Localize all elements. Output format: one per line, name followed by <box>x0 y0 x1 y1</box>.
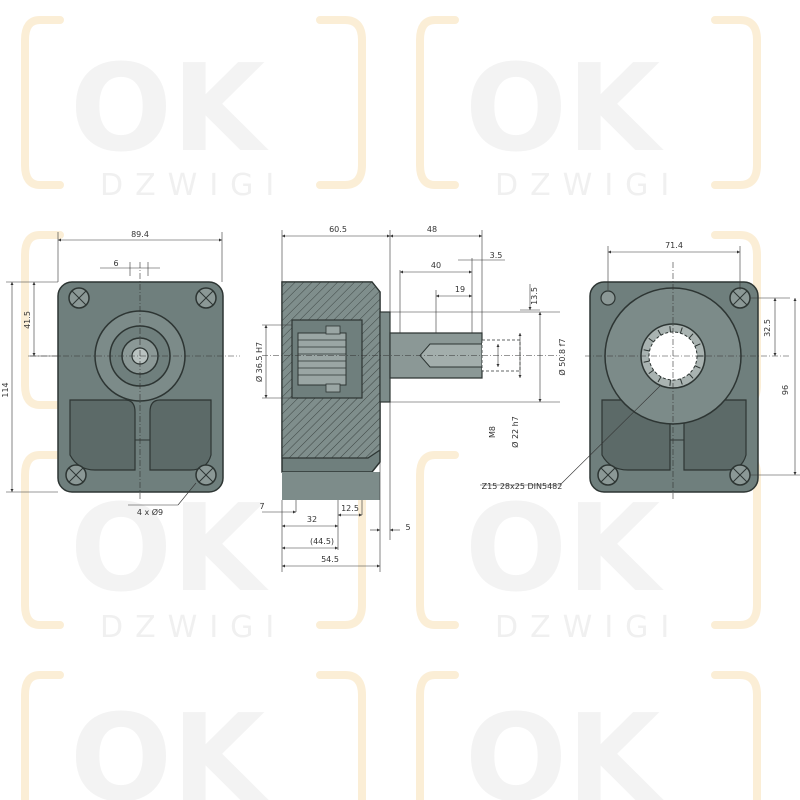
spline-tooth <box>643 349 650 352</box>
dim-width: 89.4 <box>131 230 149 239</box>
dim-rear-hole: 32.5 <box>763 319 772 337</box>
watermark-logo: OK <box>465 40 664 179</box>
dim-body-length: 60.5 <box>329 225 347 234</box>
dim-rear-width: 71.4 <box>665 241 683 250</box>
watermark-logo: OK <box>465 480 664 619</box>
spline-tooth <box>657 376 662 383</box>
dim-shaft-40: 40 <box>431 261 441 270</box>
dim-shaft-dia: Ø 22 h7 <box>510 416 520 448</box>
side-view: 60.5 48 40 3.5 19 13.5 Ø 36.5 H7 Ø 50.8 … <box>254 225 567 572</box>
front-pocket-right <box>149 399 212 471</box>
spline-tooth <box>688 333 694 339</box>
spline-tooth <box>679 378 683 385</box>
spline-tooth <box>669 326 671 333</box>
dim-7: 7 <box>259 502 264 511</box>
bolt-hole-icon <box>65 464 87 486</box>
dim-holes: 4 x Ø9 <box>137 507 163 517</box>
spline-tooth <box>648 369 654 375</box>
front-view: 89.4 114 6 41.5 4 x Ø9 <box>1 230 240 517</box>
dim-thread: M8 <box>488 426 497 438</box>
spline-tooth <box>694 343 701 347</box>
dim-54-5: 54.5 <box>321 555 339 564</box>
bolt-hole-icon <box>68 287 90 309</box>
spline-tooth <box>669 379 671 386</box>
bolt-hole-icon <box>195 287 217 309</box>
spline-spec: Z15 28x25 DIN5482 <box>482 482 563 491</box>
dim-shaft-135: 13.5 <box>530 287 539 305</box>
bolt-hole-icon <box>195 464 217 486</box>
spline-tooth <box>679 327 683 334</box>
watermark-sub: DZWIGI <box>495 168 681 203</box>
rear-view: 71.4 32.5 96 Z15 28x25 DIN5482 <box>480 241 800 500</box>
dim-height: 114 <box>1 382 10 397</box>
bolt-hole-icon <box>729 287 751 309</box>
watermark-logo: OK <box>70 480 269 619</box>
dim-shaft-35: 3.5 <box>490 251 503 260</box>
side-gear <box>297 332 347 386</box>
spline-tooth <box>688 373 694 379</box>
watermark: OK OK DZWIGI DZWIGI OK OK DZWIGI DZWIGI … <box>21 16 761 800</box>
bolt-hole-icon <box>600 290 616 306</box>
front-pocket-left <box>69 399 136 471</box>
watermark-sub: DZWIGI <box>100 610 286 645</box>
dim-rear-height: 96 <box>781 385 790 395</box>
dim-bore: Ø 36.5 H7 <box>254 342 264 382</box>
watermark-sub: DZWIGI <box>495 610 681 645</box>
watermark-logo: OK <box>465 690 664 800</box>
spline-tooth <box>694 365 701 369</box>
dim-pilot: Ø 50.8 f7 <box>557 338 567 375</box>
spline-tooth <box>657 329 662 336</box>
dim-shaft-length: 48 <box>427 225 437 234</box>
spline-tooth <box>643 360 650 363</box>
dim-32: 32 <box>307 515 317 524</box>
dim-offset: 6 <box>113 259 118 268</box>
side-pilot <box>379 311 391 403</box>
dim-44-5: (44.5) <box>310 537 334 546</box>
spline-teeth <box>643 326 703 386</box>
watermark-sub: DZWIGI <box>100 168 286 203</box>
bolt-hole-icon <box>597 464 619 486</box>
spline-tooth <box>648 337 654 343</box>
dim-12-5: 12.5 <box>341 504 359 513</box>
watermark-logo: OK <box>70 40 269 179</box>
dim-shaft-19: 19 <box>455 285 465 294</box>
dim-hole-height: 41.5 <box>23 311 32 329</box>
bolt-hole-icon <box>729 464 751 486</box>
dim-5: 5 <box>405 523 410 532</box>
watermark-logo: OK <box>70 690 269 800</box>
